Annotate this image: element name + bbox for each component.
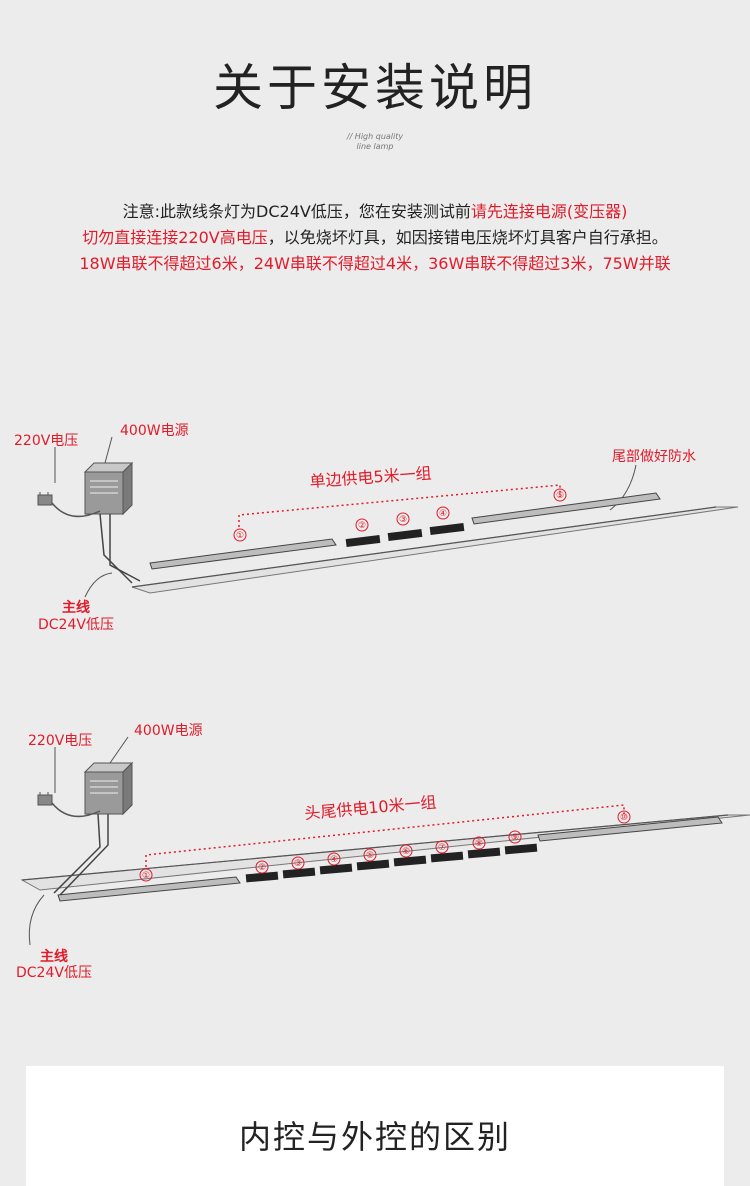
- plug-icon: [37, 492, 101, 518]
- voltage-label: 220V电压: [28, 733, 92, 749]
- page-title: 关于安装说明: [213, 59, 537, 117]
- notice-line1-black: 注意:此款线条灯为DC24V低压，您在安装测试前: [122, 202, 471, 221]
- power-label: 400W电源: [120, 423, 189, 439]
- light-bar-5: [471, 492, 661, 525]
- main-line-label: 主线: [62, 599, 90, 616]
- light-bar-2: [245, 871, 279, 883]
- marker-7: ⑦: [438, 843, 446, 853]
- light-bar-1: [149, 538, 337, 570]
- marker-3: ③: [399, 515, 407, 525]
- marker-9: ⑨: [511, 833, 519, 843]
- group-label: 单边供电5米一组: [309, 464, 432, 491]
- light-bar-1: [57, 876, 241, 902]
- notice-line-2: 切勿直接连接220V高电压，以免烧坏灯具，如因接错电压烧坏灯具客户自行承担。: [0, 226, 750, 250]
- power-supply-box-icon: [83, 761, 134, 816]
- light-bar-3: [282, 867, 316, 879]
- light-bar-4: [429, 522, 465, 536]
- marker-2: ②: [258, 863, 266, 873]
- plug-icon: [37, 792, 101, 818]
- notice-line2-red: 切勿直接连接220V高电压: [82, 228, 268, 247]
- diagram-single-side-feed: ① ② ③ ④ ⑤ 220V电压 400W电源 单边供电5米一组 尾部做好防水 …: [14, 423, 739, 633]
- section-title: 内控与外控的区别: [238, 1118, 511, 1156]
- main-line-label: 主线: [40, 948, 68, 965]
- subtitle-line1: // High quality: [346, 132, 404, 141]
- subtitle: // High quality line lamp: [0, 132, 750, 152]
- notice-line1-red: 请先连接电源(变压器): [470, 202, 628, 221]
- main-line-sub: DC24V低压: [38, 617, 114, 633]
- marker-8: ⑧: [475, 839, 483, 849]
- marker-4: ④: [439, 509, 447, 519]
- light-bar-2: [345, 534, 381, 548]
- marker-3: ③: [294, 859, 302, 869]
- marker-2: ②: [358, 521, 366, 531]
- group-bracket: [238, 484, 561, 527]
- floor-plane: [131, 506, 739, 594]
- notice-line-1: 注意:此款线条灯为DC24V低压，您在安装测试前请先连接电源(变压器): [0, 200, 750, 224]
- main-line-sub: DC24V低压: [16, 965, 92, 981]
- group-bracket: [145, 804, 625, 867]
- light-bar-9: [504, 843, 538, 855]
- voltage-label: 220V电压: [14, 433, 78, 449]
- marker-5: ⑤: [366, 851, 374, 861]
- marker-6: ⑥: [402, 847, 410, 857]
- marker-1: ①: [236, 531, 244, 541]
- power-supply-box-icon: [83, 461, 134, 516]
- marker-1: ①: [142, 871, 150, 881]
- light-bar-10: [537, 816, 723, 842]
- light-bar-5: [356, 859, 390, 871]
- marker-10: ⑩: [620, 813, 628, 823]
- light-bar-6: [393, 855, 427, 867]
- marker-4: ④: [330, 855, 338, 865]
- group-label: 头尾供电10米一组: [304, 793, 438, 823]
- light-bar-4: [319, 863, 353, 875]
- light-bar-8: [467, 847, 501, 859]
- power-label: 400W电源: [134, 723, 203, 739]
- diagram-head-tail-feed: ① ② ③ ④ ⑤ ⑥ ⑦ ⑧ ⑨ ⑩ 220V电压 400W电源 头尾供电10…: [16, 723, 750, 981]
- tail-label: 尾部做好防水: [612, 449, 696, 465]
- light-bar-3: [387, 528, 423, 542]
- notice-line2-black: ，以免烧坏灯具，如因接错电压烧坏灯具客户自行承担。: [267, 228, 668, 247]
- light-bar-7: [430, 851, 464, 863]
- subtitle-line2: line lamp: [356, 142, 394, 151]
- marker-5: ⑤: [556, 491, 564, 501]
- notice-line-3: 18W串联不得超过6米，24W串联不得超过4米，36W串联不得超过3米，75W并…: [79, 254, 671, 273]
